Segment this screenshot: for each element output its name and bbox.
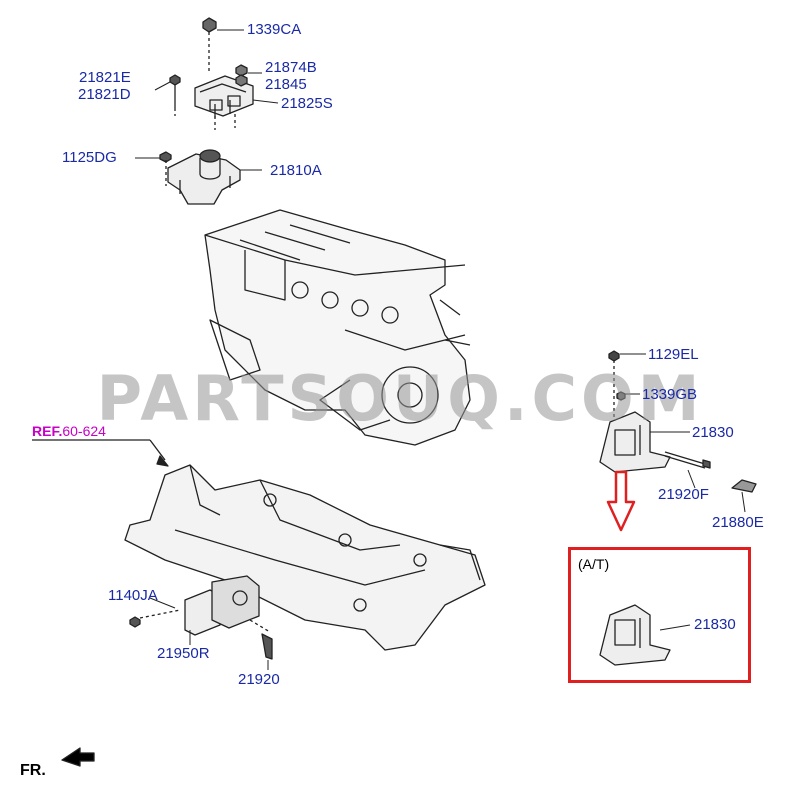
part-label-1140ja[interactable]: 1140JA	[108, 587, 158, 604]
at-highlight-box	[568, 547, 751, 683]
part-label-21821e[interactable]: 21821E	[79, 69, 131, 86]
ref-leader	[32, 439, 169, 467]
part-label-21920[interactable]: 21920	[238, 671, 280, 688]
mount-21810a	[159, 149, 241, 205]
mount-21830-at	[599, 604, 691, 666]
nut-21874b	[235, 64, 248, 87]
part-label-21830-at[interactable]: 21830	[694, 616, 736, 633]
mount-21830	[599, 350, 671, 473]
part-label-21880e[interactable]: 21880E	[712, 514, 764, 531]
part-label-21874b[interactable]: 21874B	[265, 59, 317, 76]
subframe	[124, 464, 486, 651]
part-label-21845[interactable]: 21845	[265, 76, 307, 93]
part-label-1129el[interactable]: 1129EL	[648, 346, 699, 363]
engine-block	[204, 209, 471, 446]
bolt-1339ca	[202, 17, 217, 72]
mount-21950r	[129, 575, 273, 660]
part-label-1339gb[interactable]: 1339GB	[642, 386, 698, 403]
part-label-1125dg[interactable]: 1125DG	[62, 149, 117, 166]
ref-label[interactable]: REF.60-624	[32, 424, 106, 438]
at-box-label: (A/T)	[578, 556, 610, 572]
ref-number: 60-624	[62, 423, 106, 439]
part-label-21825s[interactable]: 21825S	[281, 95, 333, 112]
ref-key: REF.	[32, 423, 63, 439]
clip-21880e	[731, 479, 757, 493]
part-label-21830[interactable]: 21830	[692, 424, 734, 441]
watermark: PARTSOUQ.COM	[96, 362, 704, 435]
part-label-21950r[interactable]: 21950R	[157, 645, 210, 662]
bolt-21821e	[169, 74, 181, 116]
front-direction-label: FR.	[20, 762, 46, 779]
front-direction-arrow	[61, 747, 95, 767]
bolt-21920f	[664, 451, 711, 469]
part-label-21920f[interactable]: 21920F	[658, 486, 709, 503]
pointer-arrow	[606, 470, 636, 532]
part-label-21810a[interactable]: 21810A	[270, 162, 322, 179]
bracket-21825s	[194, 75, 254, 130]
part-label-1339ca[interactable]: 1339CA	[247, 21, 302, 38]
leader-lines	[135, 29, 746, 670]
part-label-21821d[interactable]: 21821D	[78, 86, 131, 103]
